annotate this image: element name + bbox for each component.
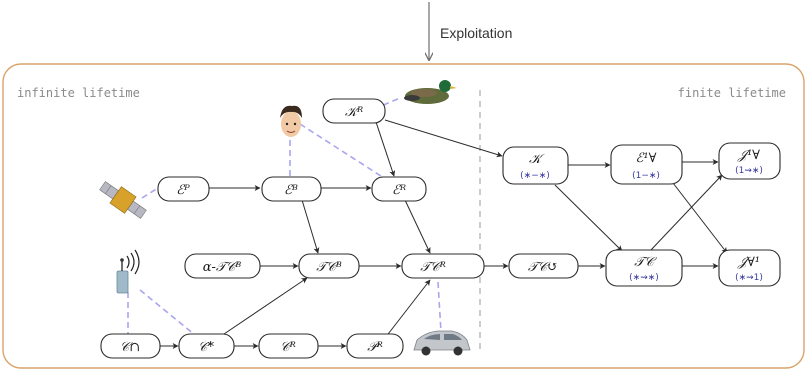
node-label: 𝒯𝒞 bbox=[634, 255, 657, 270]
node-PR: 𝒫ᴿ bbox=[346, 333, 404, 359]
infinite-lifetime-label: infinite lifetime bbox=[17, 86, 140, 100]
node-label: 𝒥¹∀ bbox=[737, 148, 760, 163]
exploitation-label: Exploitation bbox=[440, 25, 512, 41]
node-label: 𝒦 bbox=[529, 152, 545, 167]
node-label: 𝒦ᴿ bbox=[345, 105, 363, 120]
node-label: 𝒯𝒞ᴿ bbox=[420, 260, 446, 275]
antenna-icon bbox=[116, 249, 140, 294]
node-EB: ℰᴮ bbox=[261, 176, 322, 202]
node-label: 𝒞* bbox=[198, 340, 214, 355]
outer-frame bbox=[2, 63, 805, 369]
node-label: ℰ¹∀ bbox=[636, 151, 657, 166]
node-TC: 𝒯𝒞 (∗⇝∗) bbox=[605, 249, 683, 287]
finite-lifetime-label: finite lifetime bbox=[678, 86, 786, 100]
node-EP: ℰᴾ bbox=[157, 176, 210, 202]
node-E1A: ℰ¹∀ (1−∗) bbox=[610, 144, 683, 185]
node-C-cap: 𝒞∩ bbox=[100, 333, 161, 359]
node-JA1: 𝒥∀¹ (∗⇝1) bbox=[718, 249, 781, 287]
node-label: 𝒯𝒞ᴮ bbox=[316, 260, 341, 275]
person-icon bbox=[280, 105, 302, 137]
node-sub: (∗−∗) bbox=[520, 171, 550, 181]
node-label: 𝒯𝒞↺ bbox=[528, 260, 558, 275]
node-TCB: 𝒯𝒞ᴮ bbox=[298, 253, 360, 279]
node-ER: ℰᴿ bbox=[371, 176, 427, 202]
node-K: 𝒦 (∗−∗) bbox=[502, 146, 569, 185]
edges bbox=[160, 119, 728, 349]
node-alpha-TCB: α-𝒯𝒞ᴮ bbox=[184, 253, 261, 279]
node-label: 𝒥∀¹ bbox=[737, 255, 760, 270]
car-icon bbox=[413, 330, 471, 356]
node-J1A: 𝒥¹∀ (1⇝∗) bbox=[718, 142, 781, 180]
node-C-star: 𝒞* bbox=[178, 333, 235, 359]
satellite-icon bbox=[99, 181, 147, 219]
node-label: α-𝒯𝒞ᴮ bbox=[203, 260, 242, 275]
node-label: 𝒞ᴿ bbox=[280, 340, 296, 355]
duck-icon bbox=[404, 80, 457, 104]
node-label: ℰᴾ bbox=[176, 183, 190, 198]
node-TCR: 𝒯𝒞ᴿ bbox=[401, 253, 485, 279]
node-sub: (1⇝∗) bbox=[735, 166, 763, 176]
node-TC-cycle: 𝒯𝒞↺ bbox=[508, 253, 579, 279]
node-label: 𝒞∩ bbox=[120, 340, 140, 355]
node-KR: 𝒦ᴿ bbox=[322, 98, 386, 124]
node-sub: (∗⇝1) bbox=[735, 273, 763, 283]
node-label: 𝒫ᴿ bbox=[367, 340, 383, 355]
node-label: ℰᴿ bbox=[392, 183, 406, 198]
node-sub: (1−∗) bbox=[632, 171, 660, 181]
node-label: ℰᴮ bbox=[284, 183, 298, 198]
node-sub: (∗⇝∗) bbox=[629, 273, 659, 283]
node-CR: 𝒞ᴿ bbox=[258, 333, 319, 359]
